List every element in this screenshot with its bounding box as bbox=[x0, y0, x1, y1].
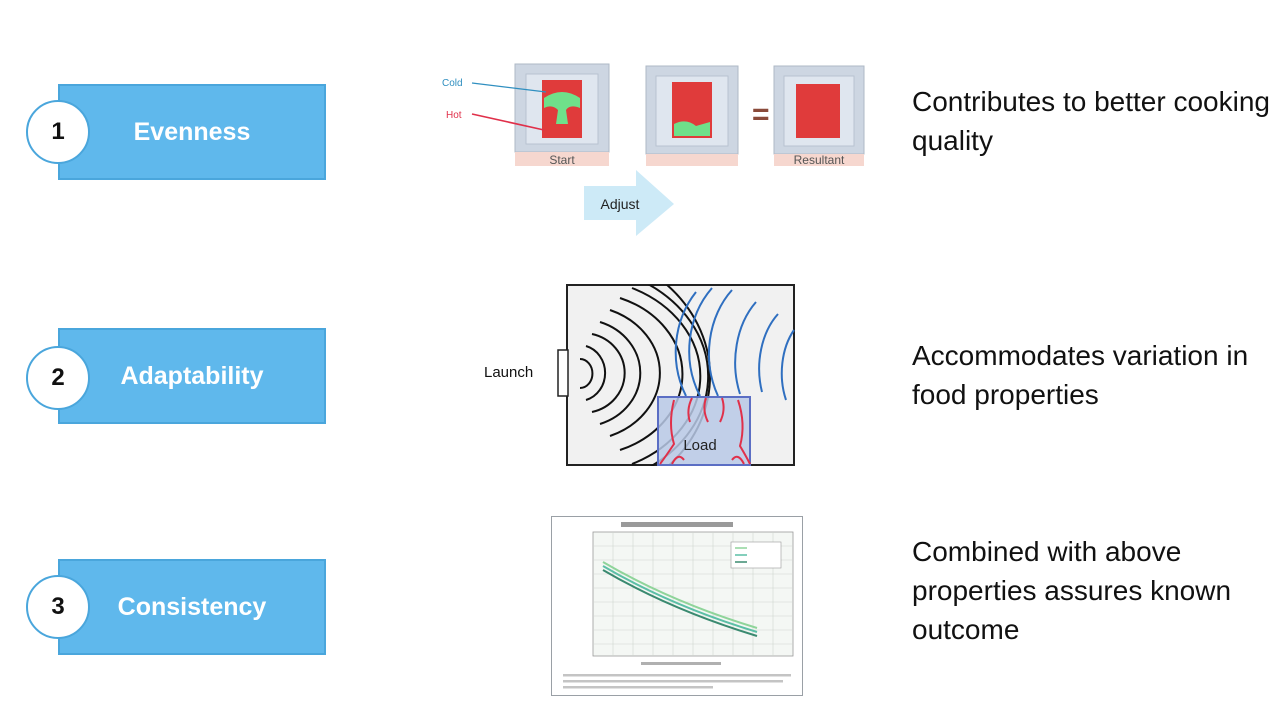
step-3-circle: 3 bbox=[26, 575, 90, 639]
adaptability-label: Adaptability bbox=[120, 361, 264, 390]
consistency-chart-thumbnail bbox=[551, 516, 803, 696]
consistency-label: Consistency bbox=[117, 592, 267, 621]
step-2-circle: 2 bbox=[26, 346, 90, 410]
adaptability-figure: Load bbox=[557, 284, 795, 466]
thumbnail-footnote-bar-1 bbox=[563, 674, 791, 677]
thumbnail-title-bar bbox=[621, 522, 733, 527]
launch-port bbox=[557, 349, 569, 397]
start-oven bbox=[514, 63, 610, 166]
adjusted-oven bbox=[645, 65, 739, 166]
evenness-description: Contributes to better cooking quality bbox=[912, 86, 1270, 156]
evenness-label-box: Evenness bbox=[58, 84, 326, 180]
load-field-lines bbox=[659, 397, 751, 465]
load-label: Load bbox=[683, 437, 716, 454]
step-2-number: 2 bbox=[51, 364, 65, 391]
start-caption: Start bbox=[549, 153, 575, 167]
evenness-figure: Start Cold Hot = Resultant Adjust bbox=[442, 63, 865, 236]
resultant-oven bbox=[773, 65, 865, 166]
step-3-number: 3 bbox=[51, 593, 65, 620]
thumbnail-curve-2 bbox=[602, 565, 758, 633]
adaptability-description: Accommodates variation in food propertie… bbox=[912, 340, 1249, 410]
thumbnail-xlabel-bar bbox=[641, 662, 721, 665]
thumbnail-footnote-bar-2 bbox=[563, 680, 783, 683]
step-1-number: 1 bbox=[51, 118, 65, 145]
hot-leader-line bbox=[471, 113, 545, 131]
evenness-label: Evenness bbox=[133, 117, 251, 146]
adjust-arrow bbox=[584, 170, 674, 236]
adaptability-label-box: Adaptability bbox=[58, 328, 326, 424]
resultant-caption: Resultant bbox=[794, 153, 845, 167]
cold-leader-line bbox=[471, 82, 547, 93]
thumbnail-footnote-bar-3 bbox=[563, 686, 713, 689]
thumbnail-curve-3 bbox=[602, 569, 758, 637]
consistency-description: Combined with above properties assures k… bbox=[912, 536, 1232, 645]
cold-label: Cold bbox=[442, 78, 463, 89]
equals-sign: = bbox=[752, 98, 770, 131]
consistency-label-box: Consistency bbox=[58, 559, 326, 655]
hot-label: Hot bbox=[446, 110, 462, 121]
thumbnail-curve-1 bbox=[602, 561, 758, 629]
launch-label: Launch bbox=[484, 364, 534, 381]
step-1-circle: 1 bbox=[26, 100, 90, 164]
adjust-label: Adjust bbox=[601, 196, 640, 212]
